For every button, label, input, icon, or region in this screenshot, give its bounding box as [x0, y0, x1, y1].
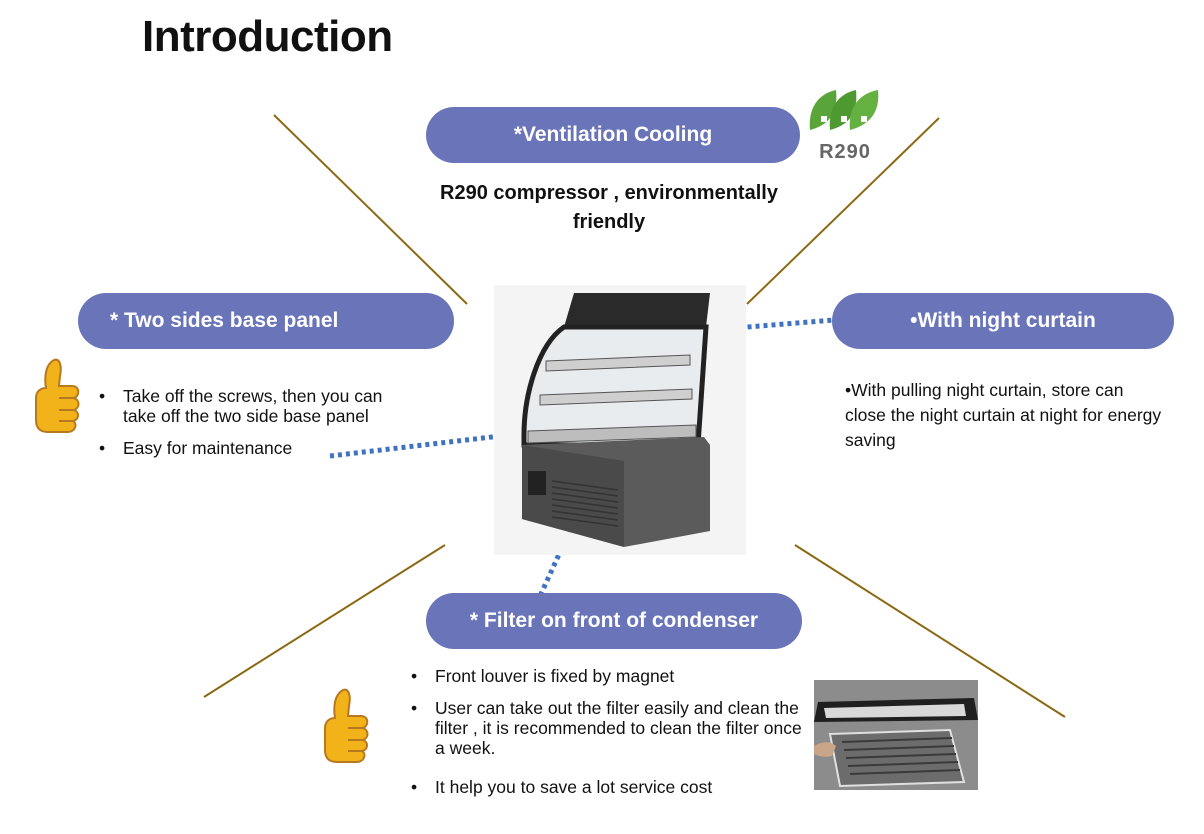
filter-bullets: Front louver is fixed by magnet User can…: [410, 666, 810, 797]
list-item: Easy for maintenance: [98, 438, 418, 458]
dotted-line-curtain: [611, 317, 835, 341]
ventilation-heading: *Ventilation Cooling: [513, 123, 713, 146]
thumbs-up-icon: [28, 358, 82, 439]
list-item: It help you to save a lot service cost: [410, 777, 810, 797]
base-panel-heading-pill: * Two sides base panel: [78, 293, 454, 349]
list-item: Front louver is fixed by magnet: [410, 666, 810, 686]
ventilation-description: R290 compressor , environmentally friend…: [440, 182, 778, 233]
list-item: User can take out the filter easily and …: [410, 698, 810, 758]
filter-heading: * Filter on front of condenser: [469, 609, 759, 632]
filter-heading-pill: * Filter on front of condenser: [426, 593, 802, 649]
filter-photo: [814, 680, 978, 790]
leaf-icon: [809, 90, 879, 130]
leader-line-bottom-left: [203, 544, 446, 698]
night-curtain-description: •With pulling night curtain, store can c…: [845, 380, 1162, 450]
display-cabinet-image: [494, 285, 746, 555]
leader-line-top-left: [273, 114, 468, 305]
thumbs-up-icon: [317, 688, 371, 769]
base-panel-heading: * Two sides base panel: [110, 309, 339, 332]
leader-line-top-right: [746, 117, 940, 305]
base-panel-bullets: Take off the screws, then you can take o…: [98, 386, 418, 470]
night-curtain-heading-pill: •With night curtain: [832, 293, 1174, 349]
r290-logo-text: R290: [819, 141, 871, 163]
list-item: Take off the screws, then you can take o…: [98, 386, 418, 426]
page-title: Introduction: [142, 12, 393, 61]
r290-leaf-logo: R290: [806, 88, 884, 163]
ventilation-heading-pill: *Ventilation Cooling: [426, 107, 800, 163]
leader-line-bottom-right: [794, 544, 1066, 718]
night-curtain-heading: •With night curtain: [910, 309, 1096, 332]
